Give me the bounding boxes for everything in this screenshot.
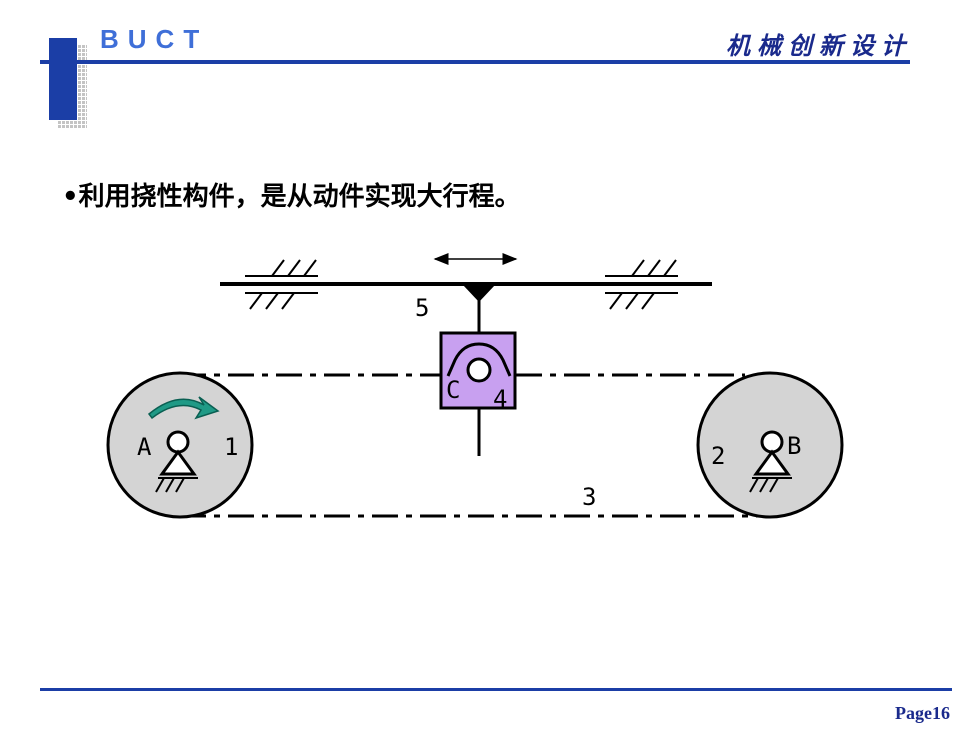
pulley-a-ground bbox=[155, 477, 198, 493]
label-pulley-a-number: 1 bbox=[224, 433, 238, 461]
course-title: 机械创新设计 bbox=[726, 31, 912, 60]
pulley-b-ground bbox=[749, 477, 792, 493]
corner-decoration bbox=[49, 38, 77, 120]
label-slider-rod: 5 bbox=[415, 294, 429, 322]
label-pulley-b-point: B bbox=[787, 432, 801, 460]
label-pulley-a-point: A bbox=[137, 433, 152, 461]
label-pin-c: C bbox=[446, 376, 460, 404]
bullet-text: •利用挠性构件，是从动件实现大行程。 bbox=[62, 182, 521, 212]
pulley-b-support bbox=[753, 449, 791, 476]
right-guide-ground bbox=[605, 259, 678, 310]
brand-logo-text: BUCT bbox=[100, 24, 209, 54]
rod-joint-triangle bbox=[463, 285, 495, 302]
left-guide-ground bbox=[245, 259, 318, 310]
label-belt: 3 bbox=[582, 483, 596, 511]
label-pulley-b-number: 2 bbox=[711, 442, 725, 470]
pulley-b-center bbox=[760, 430, 784, 454]
page-number: Page16 bbox=[895, 703, 950, 723]
pin-c bbox=[466, 357, 492, 383]
pulley-a-support bbox=[159, 449, 197, 476]
header-divider bbox=[40, 60, 910, 64]
footer-divider bbox=[40, 688, 952, 691]
rotation-arrow bbox=[147, 396, 220, 420]
slot-profile bbox=[446, 342, 512, 377]
pulley-a-center bbox=[166, 430, 190, 454]
label-slider-block: 4 bbox=[493, 385, 507, 413]
